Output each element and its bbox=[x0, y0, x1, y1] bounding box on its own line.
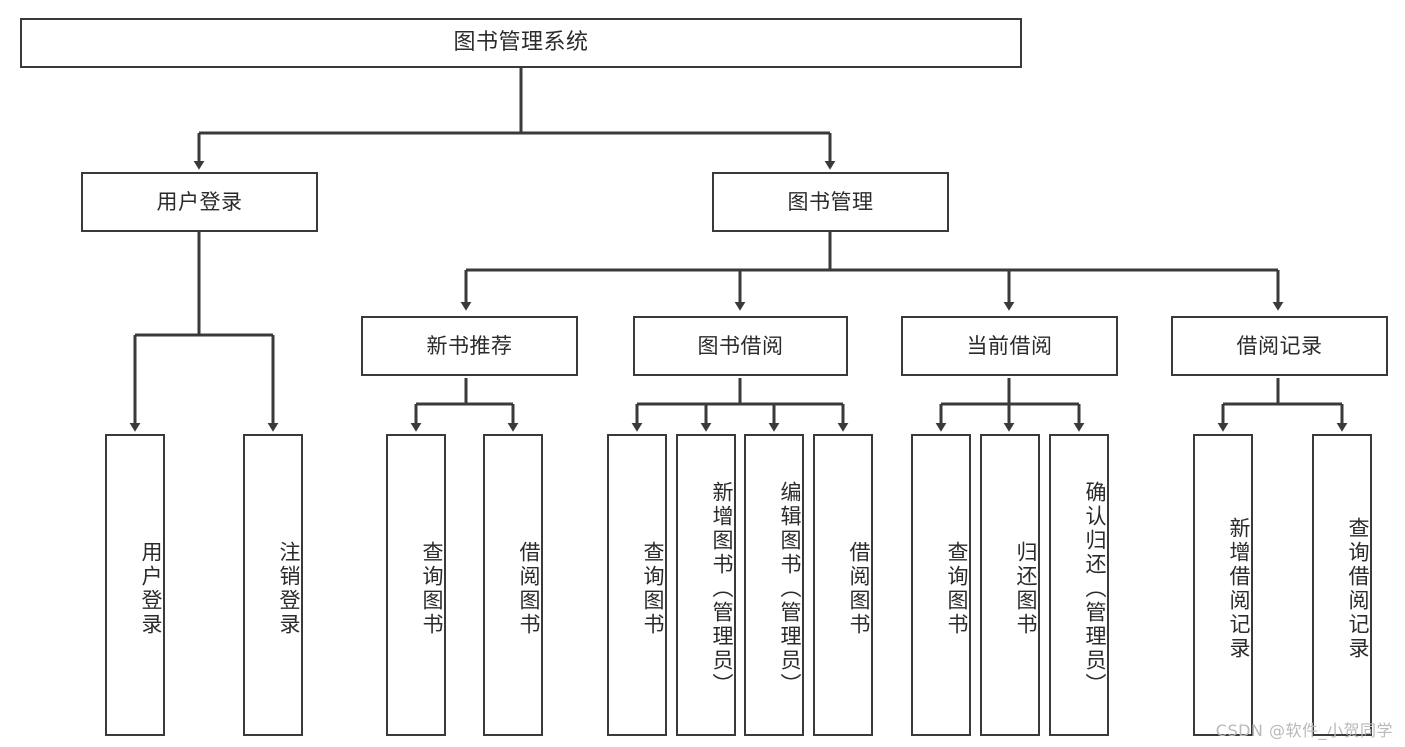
node-current-borrow-label: 当前借阅 bbox=[966, 333, 1053, 358]
node-new-book-recommend[interactable]: 新书推荐 bbox=[361, 316, 578, 376]
leaf-borrow-book-2[interactable]: 借阅图书 bbox=[813, 434, 873, 736]
leaf-query-book-1-label: 查询图书 bbox=[420, 541, 444, 637]
leaf-return-book-label: 归还图书 bbox=[1014, 541, 1038, 637]
node-new-book-recommend-label: 新书推荐 bbox=[426, 333, 513, 358]
node-user-login[interactable]: 用户登录 bbox=[81, 172, 318, 232]
node-book-borrow-label: 图书借阅 bbox=[697, 333, 784, 358]
leaf-logout-login[interactable]: 注销登录 bbox=[243, 434, 303, 736]
leaf-return-book[interactable]: 归还图书 bbox=[980, 434, 1040, 736]
leaf-query-book-3-label: 查询图书 bbox=[945, 541, 969, 637]
node-book-borrow[interactable]: 图书借阅 bbox=[633, 316, 848, 376]
leaf-query-book-2-label: 查询图书 bbox=[641, 541, 665, 637]
leaf-query-book-3[interactable]: 查询图书 bbox=[911, 434, 971, 736]
leaf-logout-login-label: 注销登录 bbox=[277, 541, 301, 637]
leaf-query-book-1[interactable]: 查询图书 bbox=[386, 434, 446, 736]
leaf-user-login-label: 用户登录 bbox=[139, 541, 163, 637]
leaf-query-record[interactable]: 查询借阅记录 bbox=[1312, 434, 1372, 736]
leaf-borrow-book-1-label: 借阅图书 bbox=[517, 541, 541, 637]
node-book-manage-label: 图书管理 bbox=[787, 189, 874, 214]
leaf-add-book[interactable]: 新增图书（管理员） bbox=[676, 434, 736, 736]
leaf-borrow-book-2-label: 借阅图书 bbox=[847, 541, 871, 637]
node-user-login-label: 用户登录 bbox=[156, 189, 243, 214]
leaf-query-book-2[interactable]: 查询图书 bbox=[607, 434, 667, 736]
node-root-label: 图书管理系统 bbox=[453, 30, 589, 56]
leaf-query-record-label: 查询借阅记录 bbox=[1346, 517, 1370, 661]
node-book-manage[interactable]: 图书管理 bbox=[712, 172, 949, 232]
leaf-borrow-book-1[interactable]: 借阅图书 bbox=[483, 434, 543, 736]
leaf-edit-book-label: 编辑图书（管理员） bbox=[778, 481, 802, 697]
leaf-add-record-label: 新增借阅记录 bbox=[1227, 517, 1251, 661]
node-borrow-record-label: 借阅记录 bbox=[1236, 333, 1323, 358]
node-current-borrow[interactable]: 当前借阅 bbox=[901, 316, 1118, 376]
leaf-add-book-label: 新增图书（管理员） bbox=[710, 481, 734, 697]
leaf-user-login[interactable]: 用户登录 bbox=[105, 434, 165, 736]
node-borrow-record[interactable]: 借阅记录 bbox=[1171, 316, 1388, 376]
leaf-add-record[interactable]: 新增借阅记录 bbox=[1193, 434, 1253, 736]
node-root[interactable]: 图书管理系统 bbox=[20, 18, 1022, 68]
watermark: CSDN @软件_小贺同学 bbox=[1215, 721, 1393, 740]
leaf-confirm-return[interactable]: 确认归还（管理员） bbox=[1049, 434, 1109, 736]
leaf-confirm-return-label: 确认归还（管理员） bbox=[1083, 481, 1107, 697]
leaf-edit-book[interactable]: 编辑图书（管理员） bbox=[744, 434, 804, 736]
